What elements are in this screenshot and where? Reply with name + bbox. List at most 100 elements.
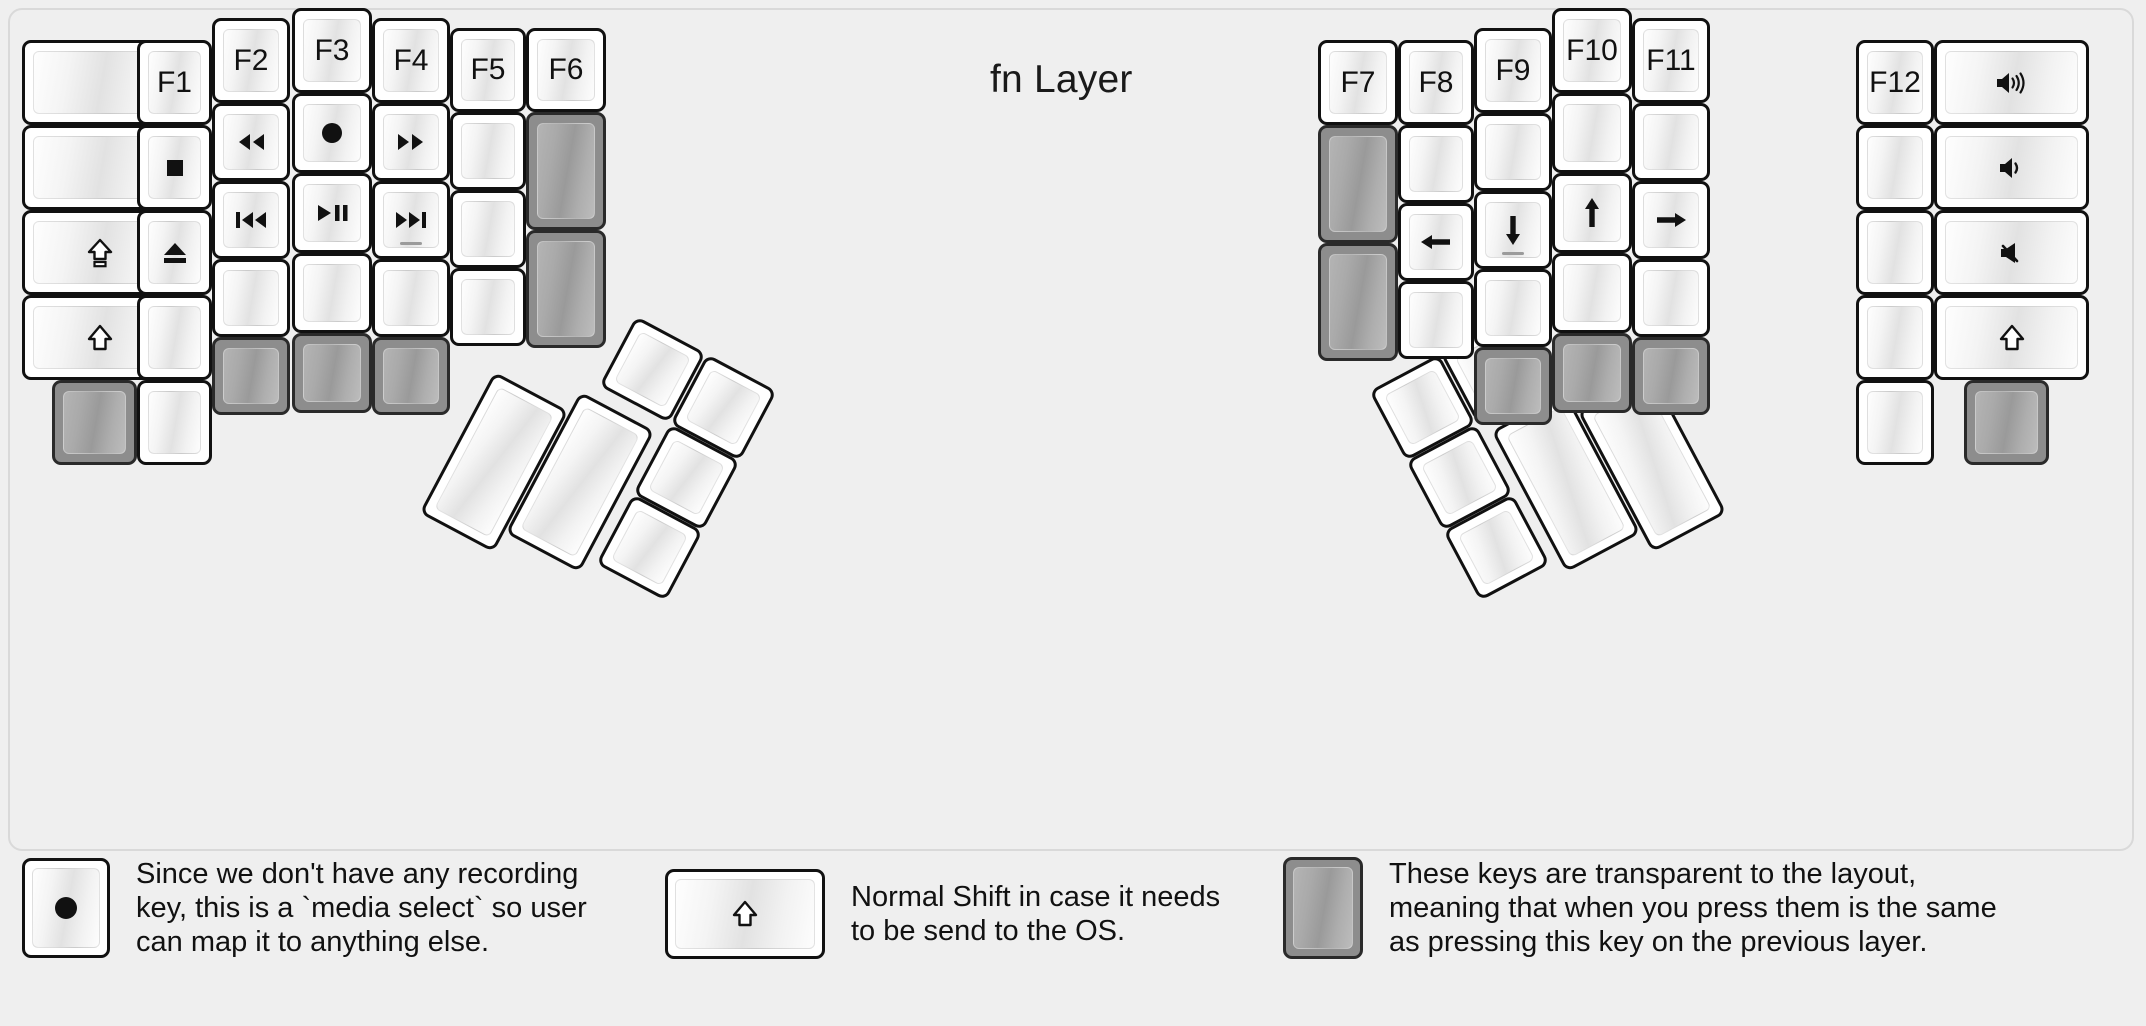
key-right-inner1-arrow-left[interactable]: [1398, 203, 1474, 281]
key-face: F10: [1563, 19, 1621, 82]
key-left-middle-play-pause[interactable]: [292, 173, 372, 253]
key-left-index-r5-transparent[interactable]: [372, 337, 450, 415]
key-left-inner2-f6[interactable]: F6: [526, 28, 606, 112]
key-right-outer-volume-down[interactable]: [1934, 125, 2089, 210]
key-left-pinky-r5[interactable]: [137, 380, 212, 465]
key-left-index-next-track[interactable]: [372, 181, 450, 259]
key-label: F9: [1495, 53, 1531, 87]
key-left-middle-r5-transparent[interactable]: [292, 333, 372, 413]
key-right-ring-r2[interactable]: [1632, 103, 1710, 181]
key-right-index-r5-transparent[interactable]: [1474, 347, 1552, 425]
key-face: [1485, 202, 1541, 258]
key-right-pinky-f12[interactable]: F12: [1856, 40, 1934, 125]
key-left-ring-r4[interactable]: [212, 259, 290, 337]
key-right-middle-arrow-up[interactable]: [1552, 173, 1632, 253]
key-left-inner2-r2-transparent-tall[interactable]: [526, 112, 606, 230]
key-right-inner2-f7[interactable]: F7: [1318, 40, 1398, 125]
key-face: [1420, 438, 1499, 517]
media-play-pause-icon: [315, 203, 349, 223]
key-face: [1867, 306, 1923, 369]
key-right-outer-volume-mute[interactable]: [1934, 210, 2089, 295]
key-left-inner1-r3[interactable]: [450, 190, 526, 268]
key-face: [1945, 136, 2078, 199]
key-left-inner1-r2[interactable]: [450, 112, 526, 190]
key-right-pinky-r5[interactable]: [1856, 380, 1934, 465]
key-right-pinky-r2[interactable]: [1856, 125, 1934, 210]
key-right-inner1-f8[interactable]: F8: [1398, 40, 1474, 125]
key-right-ring-f11[interactable]: F11: [1632, 18, 1710, 103]
key-left-inner2-r3-transparent-tall[interactable]: [526, 230, 606, 348]
key-face: [537, 123, 595, 219]
key-face: [1409, 292, 1463, 348]
key-left-ring-f2[interactable]: F2: [212, 18, 290, 103]
key-right-index-r2[interactable]: [1474, 113, 1552, 191]
key-label: F5: [470, 53, 506, 86]
key-right-middle-r5-transparent[interactable]: [1552, 333, 1632, 413]
key-label: F10: [1566, 33, 1618, 67]
media-eject-icon: [162, 241, 188, 265]
key-left-pinky-eject[interactable]: [137, 210, 212, 295]
key-face: [223, 114, 279, 170]
key-right-inner2-r2-transparent-tall[interactable]: [1318, 125, 1398, 243]
key-face: [303, 264, 361, 322]
key-face: [63, 391, 126, 454]
key-right-middle-r2[interactable]: [1552, 93, 1632, 173]
media-next-track-icon: [393, 210, 429, 230]
legend-item-record: Since we don't have any recording key, t…: [22, 857, 587, 960]
key-left-index-fast-forward[interactable]: [372, 103, 450, 181]
key-right-inner1-r2[interactable]: [1398, 125, 1474, 203]
key-left-middle-f3[interactable]: F3: [292, 8, 372, 93]
key-right-index-f9[interactable]: F9: [1474, 28, 1552, 113]
key-face: [1485, 280, 1541, 336]
key-face: [148, 136, 201, 199]
key-right-index-arrow-down[interactable]: [1474, 191, 1552, 269]
key-face: [148, 391, 201, 454]
key-left-middle-record[interactable]: [292, 93, 372, 173]
key-left-pinky-stop[interactable]: [137, 125, 212, 210]
key-right-inner1-r4[interactable]: [1398, 281, 1474, 359]
key-left-ring-rewind[interactable]: [212, 103, 290, 181]
page-title: fn Layer: [990, 58, 1133, 101]
key-right-outer-volume-up[interactable]: [1934, 40, 2089, 125]
media-prev-track-icon: [233, 210, 269, 230]
key-face: [461, 279, 515, 335]
key-face: [684, 368, 763, 447]
key-left-middle-r4[interactable]: [292, 253, 372, 333]
key-right-outer-r5-transparent[interactable]: [1964, 380, 2049, 465]
key-left-ring-r5-transparent[interactable]: [212, 337, 290, 415]
key-right-pinky-r4[interactable]: [1856, 295, 1934, 380]
key-left-outer-r5-transparent[interactable]: [52, 380, 137, 465]
key-face: [1643, 192, 1699, 248]
key-right-ring-r4[interactable]: [1632, 259, 1710, 337]
arrow-left-icon: [1419, 231, 1453, 253]
key-left-ring-prev-track[interactable]: [212, 181, 290, 259]
shift-icon: [87, 323, 113, 353]
key-right-inner2-r3-transparent-tall[interactable]: [1318, 243, 1398, 361]
key-left-index-r4[interactable]: [372, 259, 450, 337]
key-right-ring-arrow-right[interactable]: [1632, 181, 1710, 259]
key-right-middle-r4[interactable]: [1552, 253, 1632, 333]
key-face: F7: [1329, 51, 1387, 114]
key-face: [1643, 114, 1699, 170]
key-face: F9: [1485, 39, 1541, 102]
key-right-middle-f10[interactable]: F10: [1552, 8, 1632, 93]
key-right-ring-r5-transparent[interactable]: [1632, 337, 1710, 415]
key-right-pinky-r3[interactable]: [1856, 210, 1934, 295]
key-face: F3: [303, 19, 361, 82]
homing-bar: [400, 242, 422, 245]
key-left-pinky-r4[interactable]: [137, 295, 212, 380]
legend: Since we don't have any recording key, t…: [0, 855, 2146, 1026]
key-left-index-f4[interactable]: F4: [372, 18, 450, 103]
key-face: F8: [1409, 51, 1463, 114]
legend-text-shift: Normal Shift in case it needs to be send…: [851, 880, 1221, 947]
key-right-index-r4[interactable]: [1474, 269, 1552, 347]
key-left-inner1-r4[interactable]: [450, 268, 526, 346]
key-left-inner1-f5[interactable]: F5: [450, 28, 526, 112]
key-face: [461, 201, 515, 257]
key-right-outer-shift[interactable]: [1934, 295, 2089, 380]
key-face: [148, 221, 201, 284]
key-left-pinky-f1[interactable]: F1: [137, 40, 212, 125]
key-face: [1329, 254, 1387, 350]
key-face: [1485, 358, 1541, 414]
